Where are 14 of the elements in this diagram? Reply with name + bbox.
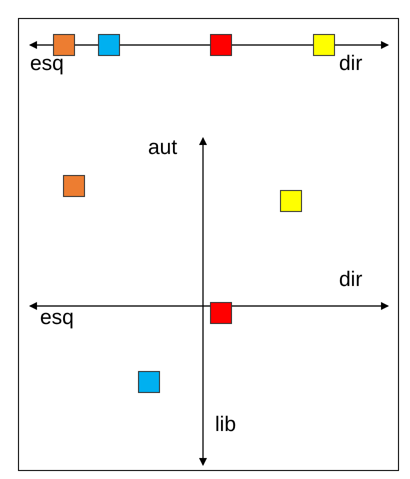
square-marker bbox=[280, 190, 302, 212]
axis-label: esq bbox=[40, 306, 74, 330]
square-marker bbox=[98, 34, 120, 56]
square-marker bbox=[63, 175, 85, 197]
axis-label: dir bbox=[339, 52, 362, 76]
square-marker bbox=[313, 34, 335, 56]
square-marker bbox=[138, 371, 160, 393]
axis-label: lib bbox=[215, 413, 236, 437]
axis-label: esq bbox=[30, 52, 64, 76]
square-marker bbox=[210, 34, 232, 56]
square-marker bbox=[53, 34, 75, 56]
axis-label: aut bbox=[148, 136, 178, 160]
axis-label: dir bbox=[339, 268, 362, 292]
square-marker bbox=[210, 302, 232, 324]
